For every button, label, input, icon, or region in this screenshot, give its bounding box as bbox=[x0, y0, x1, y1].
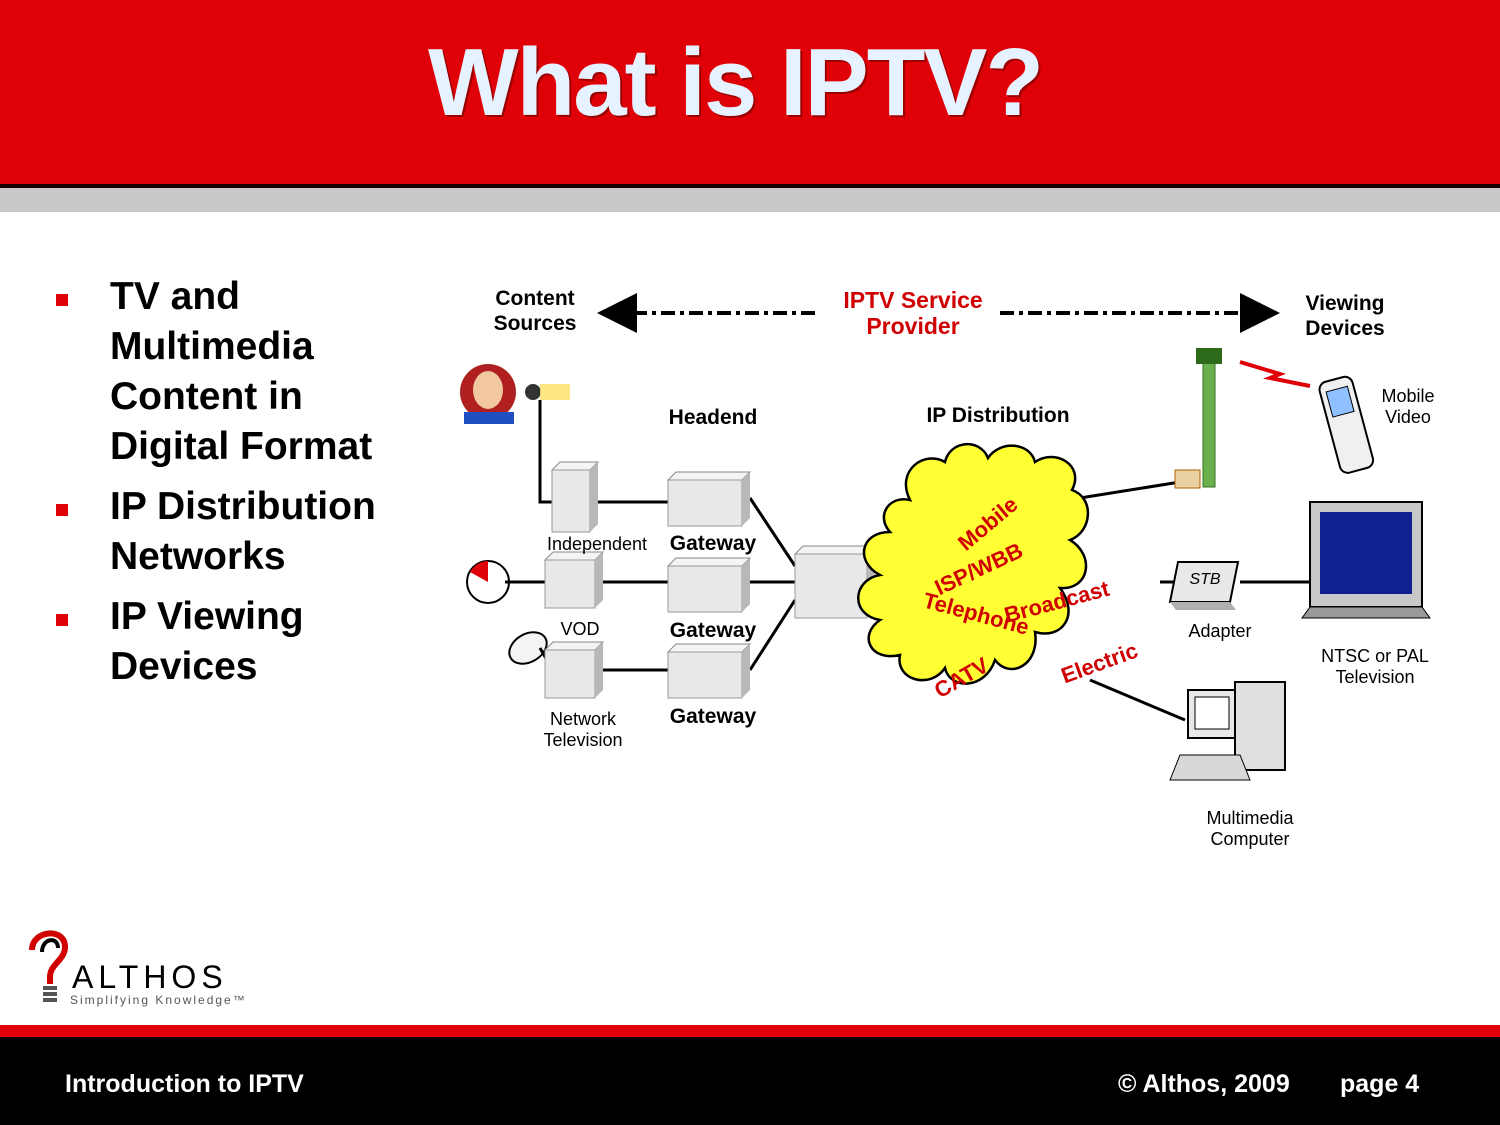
footer-accent-bar bbox=[0, 1025, 1500, 1037]
iptv-diagram: Content Sources IPTV Service Provider Vi… bbox=[460, 287, 1435, 849]
headend-label: Headend bbox=[669, 406, 758, 429]
computer-icon bbox=[1169, 681, 1286, 781]
slide-title: What is IPTV? bbox=[427, 29, 1044, 136]
gateway-box-2 bbox=[666, 557, 752, 613]
network-tv-box bbox=[543, 641, 605, 699]
source-label-network: Network bbox=[550, 709, 617, 729]
presenter-icon bbox=[460, 364, 516, 424]
logo-name: ALTHOS bbox=[72, 959, 228, 995]
bullet-marker bbox=[56, 504, 68, 516]
gateway-box-3 bbox=[666, 643, 752, 699]
router-box bbox=[793, 545, 877, 619]
stb-adapter-icon bbox=[1168, 561, 1240, 610]
viewing-devices-label-2: Devices bbox=[1305, 317, 1384, 340]
stb-label: STB bbox=[1189, 571, 1220, 588]
independent-box bbox=[550, 461, 600, 533]
connector-lines bbox=[505, 400, 1310, 722]
gateway-box-1 bbox=[666, 471, 752, 527]
althos-logo: ALTHOS Simplifying Knowledge™ bbox=[29, 930, 247, 1007]
mobile-video-label: Mobile bbox=[1381, 386, 1434, 406]
content-sources-label: Content bbox=[495, 287, 574, 310]
bullet-marker bbox=[56, 294, 68, 306]
clock-icon bbox=[466, 560, 510, 604]
cloud-label-electric: Electric bbox=[1058, 638, 1141, 689]
gateway-label-2: Gateway bbox=[670, 619, 757, 642]
bullet-list: TV and Multimedia Content in Digital For… bbox=[50, 272, 430, 702]
title-bar-shadow bbox=[0, 188, 1500, 212]
logo-tagline: Simplifying Knowledge™ bbox=[70, 993, 247, 1007]
mobile-phone-icon bbox=[1318, 375, 1375, 474]
tv-label-2: Television bbox=[1335, 667, 1414, 687]
service-provider-label: IPTV Service bbox=[843, 287, 982, 313]
television-icon bbox=[1301, 501, 1431, 619]
footer-page-number: page 4 bbox=[1340, 1070, 1420, 1098]
footer-course-title: Introduction to IPTV bbox=[65, 1070, 304, 1098]
computer-label: Multimedia bbox=[1206, 808, 1294, 828]
service-provider-label-2: Provider bbox=[866, 313, 959, 339]
footer bbox=[0, 1037, 1500, 1125]
computer-label-2: Computer bbox=[1210, 829, 1289, 849]
cell-tower-icon bbox=[1174, 348, 1222, 489]
tv-label: NTSC or PAL bbox=[1321, 646, 1429, 666]
camera-icon bbox=[525, 384, 570, 400]
satellite-dish-icon bbox=[508, 631, 548, 665]
source-label-vod: VOD bbox=[560, 619, 599, 639]
mobile-video-label-2: Video bbox=[1385, 407, 1431, 427]
vod-box bbox=[543, 551, 605, 609]
source-label-television: Television bbox=[543, 730, 622, 750]
gateway-label-1: Gateway bbox=[670, 532, 757, 555]
signal-bolt-icon bbox=[1239, 360, 1311, 388]
source-label-independent: Independent bbox=[547, 534, 647, 554]
gateway-label-3: Gateway bbox=[670, 705, 757, 728]
viewing-devices-label: Viewing bbox=[1306, 292, 1385, 315]
logo-mark bbox=[29, 930, 69, 984]
adapter-label: Adapter bbox=[1188, 621, 1251, 641]
bullet-item: TV and Multimedia Content in Digital For… bbox=[50, 272, 430, 472]
ip-cloud bbox=[857, 442, 1090, 685]
content-sources-label-2: Sources bbox=[494, 312, 577, 335]
title-bar bbox=[0, 0, 1500, 188]
bullet-marker bbox=[56, 614, 68, 626]
ip-distribution-label: IP Distribution bbox=[926, 404, 1069, 427]
bullet-item: IP Viewing Devices bbox=[50, 592, 430, 692]
bullet-item: IP Distribution Networks bbox=[50, 482, 430, 582]
footer-copyright: © Althos, 2009 bbox=[1118, 1070, 1290, 1098]
